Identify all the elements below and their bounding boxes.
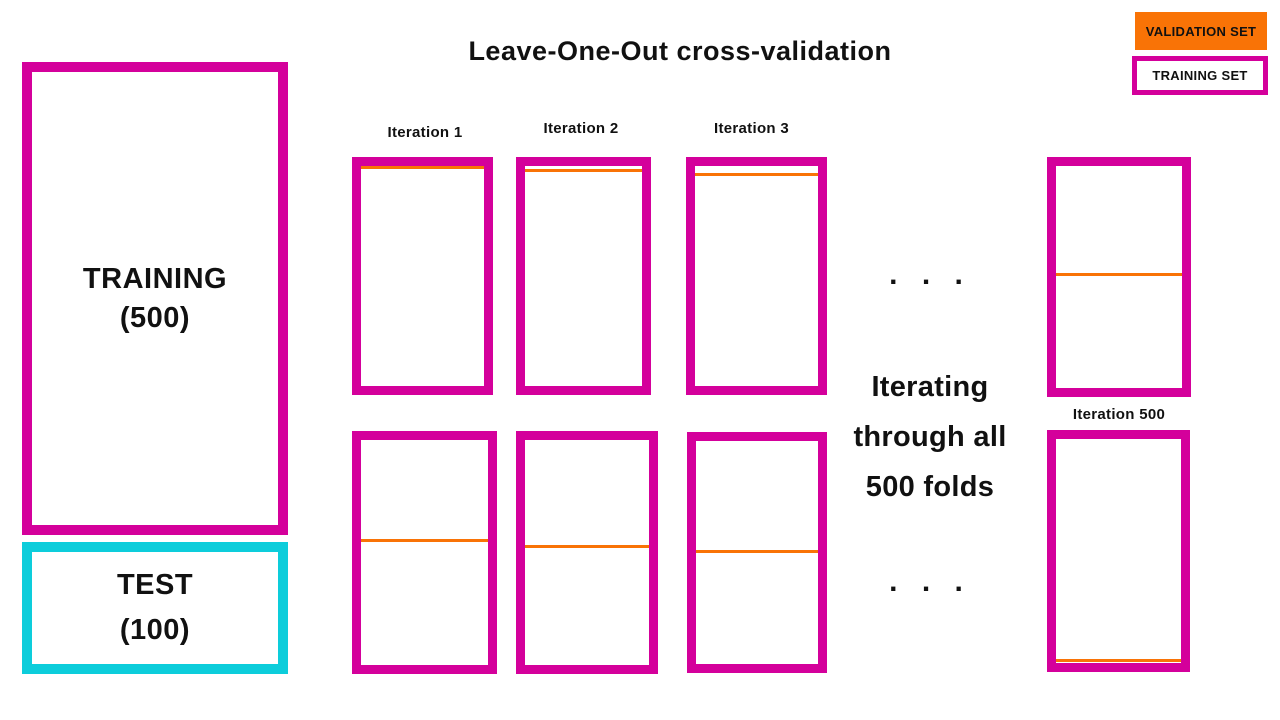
ellipsis-top: . . . (889, 258, 971, 291)
test-set-count: (100) (119, 614, 191, 646)
ellipsis-bottom: . . . (889, 565, 971, 598)
training-set-count: (500) (119, 301, 191, 334)
iteration-3-label: Iteration 3 (714, 120, 789, 137)
iterating-note: Iterating through all 500 folds (820, 362, 1040, 512)
validation-fold-line (1056, 272, 1182, 276)
fold-box-iteration-2 (516, 157, 651, 395)
fold-box-iteration-3 (686, 157, 827, 395)
validation-fold-line (525, 169, 642, 173)
test-set-box: TEST (100) (22, 542, 288, 674)
iteration-1-label: Iteration 1 (387, 124, 463, 141)
validation-fold-line (696, 550, 818, 554)
fold-box-iteration-mid (1047, 157, 1191, 397)
validation-fold-line (361, 539, 488, 542)
training-set-box: TRAINING (500) (22, 62, 288, 535)
fold-box-iteration-500 (1047, 430, 1190, 672)
fold-box-bottom-3 (687, 432, 827, 673)
validation-fold-line (1056, 658, 1181, 662)
legend-training-label: TRAINING SET (1152, 68, 1248, 83)
legend-training-set: TRAINING SET (1132, 56, 1268, 95)
iteration-2-label: Iteration 2 (543, 120, 619, 137)
iterating-note-line3: 500 folds (865, 471, 995, 503)
iterating-note-line1: Iterating (871, 371, 989, 403)
iterating-note-line2: through all (853, 421, 1007, 453)
validation-fold-line (525, 544, 649, 548)
legend-validation-set: VALIDATION SET (1135, 12, 1267, 50)
legend-validation-label: VALIDATION SET (1145, 23, 1257, 39)
test-set-title: TEST (116, 569, 194, 601)
fold-box-bottom-1 (352, 431, 497, 674)
validation-fold-line (361, 166, 484, 169)
fold-box-iteration-1 (352, 157, 493, 395)
diagram-title: Leave-One-Out cross-validation (468, 36, 892, 66)
fold-box-bottom-2 (516, 431, 658, 674)
training-set-title: TRAINING (82, 262, 228, 295)
validation-fold-line (695, 172, 818, 176)
iteration-500-label: Iteration 500 (1072, 406, 1166, 423)
